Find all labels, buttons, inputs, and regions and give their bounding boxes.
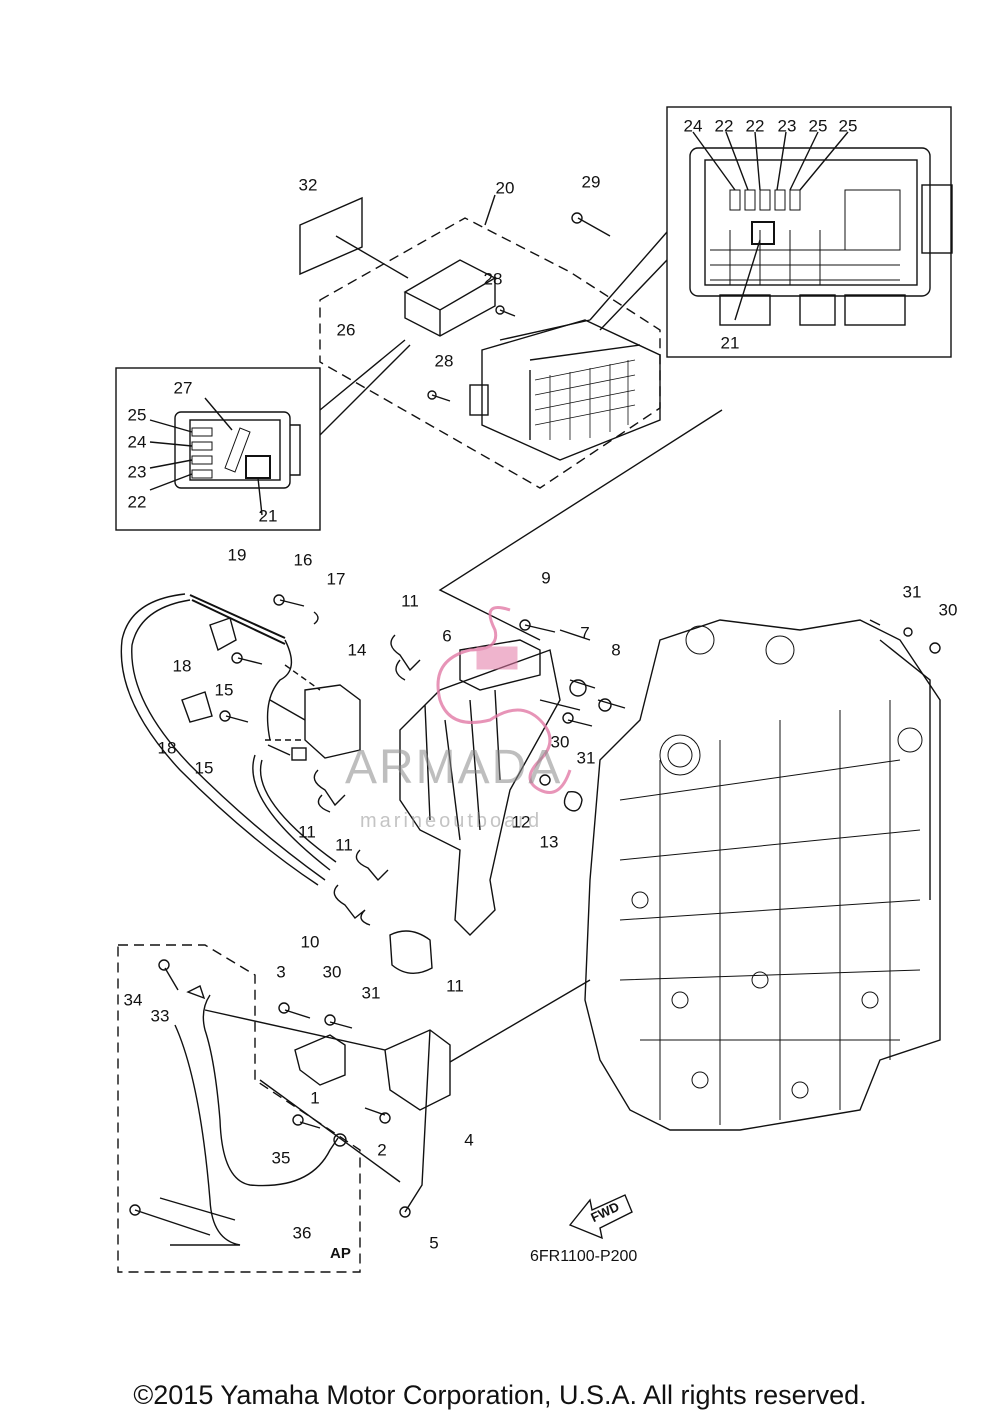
callout-8: 8: [611, 640, 621, 660]
callout-19: 19: [227, 545, 247, 565]
engine-block: [584, 619, 941, 1131]
inset-callout-25b: 25: [838, 116, 858, 136]
bracket-main: [399, 649, 561, 936]
watermark-subtitle: marineoutboard: [360, 810, 543, 832]
inset-callout-21: 21: [720, 333, 740, 353]
callout-18b: 18: [157, 738, 177, 758]
inset-callout-22a: 22: [714, 116, 734, 136]
callout-17: 17: [326, 569, 346, 589]
callout-31b: 31: [576, 748, 596, 768]
left-inset-callout-21: 21: [258, 506, 278, 526]
callout-15b: 15: [194, 758, 214, 778]
inset-callout-23: 23: [777, 116, 797, 136]
inset-box-ecu-detail: [666, 106, 952, 358]
ap-label: AP: [330, 1245, 351, 1262]
left-inset-callout-23: 23: [127, 462, 147, 482]
callout-7: 7: [580, 623, 590, 643]
callout-36: 36: [292, 1223, 312, 1243]
inset-ecu-body: [689, 147, 931, 297]
callout-11b: 11: [298, 822, 316, 842]
left-inset-callout-27: 27: [173, 378, 193, 398]
diagram-code: 6FR1100-P200: [530, 1248, 638, 1265]
callout-26: 26: [336, 320, 356, 340]
callout-10: 10: [300, 932, 320, 952]
left-inset-callout-25: 25: [127, 405, 147, 425]
callout-29: 29: [581, 172, 601, 192]
callout-31c: 31: [361, 983, 381, 1003]
inset-callout-25a: 25: [808, 116, 828, 136]
callout-32: 32: [298, 175, 318, 195]
callout-18a: 18: [172, 656, 192, 676]
callout-11c: 11: [335, 835, 353, 855]
callout-3: 3: [276, 962, 286, 982]
callout-30a: 30: [938, 600, 958, 620]
callout-11d: 11: [446, 976, 464, 996]
callout-31a: 31: [902, 582, 922, 602]
callout-34: 34: [123, 990, 143, 1010]
callout-35: 35: [271, 1148, 291, 1168]
callout-28b: 28: [434, 351, 454, 371]
callout-28a: 28: [483, 269, 503, 289]
callout-1: 1: [310, 1088, 320, 1108]
callout-2: 2: [377, 1140, 387, 1160]
inset-callout-24: 24: [683, 116, 703, 136]
watermark-title: ARMADA: [345, 741, 563, 794]
ap-group-outline: [117, 944, 361, 1273]
inset-callout-22b: 22: [745, 116, 765, 136]
ecu-group-outline: [319, 217, 661, 489]
callout-4: 4: [464, 1130, 474, 1150]
callout-9: 9: [541, 568, 551, 588]
left-inset-callout-22: 22: [127, 492, 147, 512]
copyright-notice: ©2015 Yamaha Motor Corporation, U.S.A. A…: [133, 1380, 867, 1410]
callout-30b: 30: [550, 732, 570, 752]
callout-33: 33: [150, 1006, 170, 1026]
left-inset-callout-24: 24: [127, 432, 147, 452]
callout-13: 13: [539, 832, 559, 852]
callout-15a: 15: [214, 680, 234, 700]
watermark-logo-icon: [436, 606, 572, 794]
callout-6: 6: [442, 626, 452, 646]
callout-16: 16: [293, 550, 313, 570]
inset-box-cover-detail: [115, 367, 321, 531]
callout-14: 14: [347, 640, 367, 660]
callout-5: 5: [429, 1233, 439, 1253]
callout-20: 20: [495, 178, 515, 198]
callout-30c: 30: [322, 962, 342, 982]
callout-12: 12: [511, 812, 531, 832]
callout-11a: 11: [401, 591, 419, 611]
fwd-arrow: [568, 1194, 633, 1240]
